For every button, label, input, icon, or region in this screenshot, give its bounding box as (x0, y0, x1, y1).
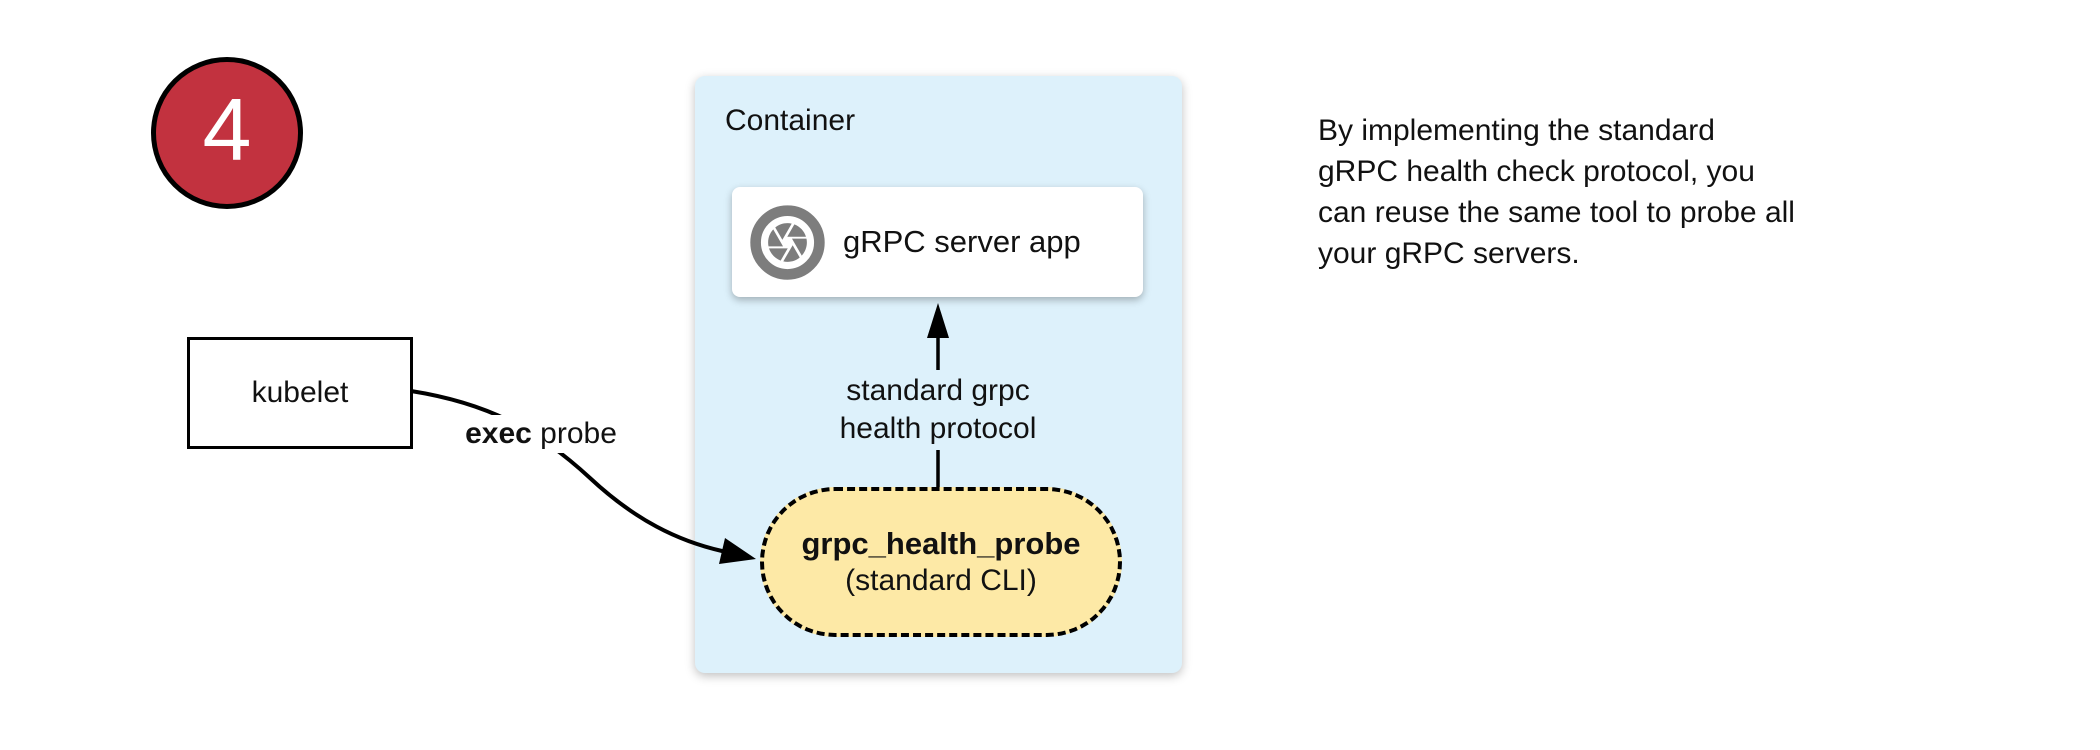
exec-probe-label-rest: probe (531, 417, 617, 450)
exec-probe-label: exec probe (457, 415, 625, 453)
probe-pill-subtitle: (standard CLI) (845, 564, 1037, 597)
exec-probe-label-bold: exec (465, 417, 532, 450)
kubelet-box: kubelet (187, 337, 413, 449)
grpc-health-probe-pill: grpc_health_probe (standard CLI) (760, 487, 1122, 637)
health-protocol-label: standard grpc health protocol (831, 370, 1045, 450)
step-number: 4 (202, 80, 252, 179)
aperture-icon (750, 204, 825, 280)
grpc-server-label: gRPC server app (843, 224, 1081, 259)
annotation-text: By implementing the standard gRPC health… (1318, 114, 1795, 270)
grpc-server-card: gRPC server app (732, 187, 1143, 297)
container-title: Container (725, 104, 856, 137)
kubelet-label: kubelet (251, 376, 349, 409)
probe-pill-title: grpc_health_probe (801, 526, 1081, 561)
step-badge: 4 (151, 57, 303, 209)
